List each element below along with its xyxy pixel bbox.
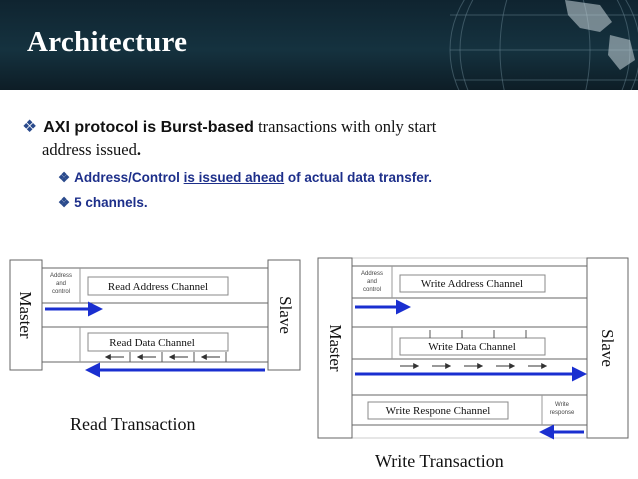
globe-icon (449, 0, 638, 90)
sub-bullet-address-control: ❖Address/Control is issued ahead of actu… (58, 170, 432, 186)
slide-title: Architecture (27, 26, 188, 58)
write-data-channel-box (399, 337, 546, 356)
bullet-main-cont: address issued (42, 140, 137, 159)
master-box (9, 259, 43, 371)
master-label: Master (326, 324, 345, 372)
addr-control-label-1: Address (361, 271, 383, 277)
write-response-channel-box (367, 401, 509, 420)
header-bar: Architecture (0, 0, 638, 90)
slave-box (267, 259, 301, 371)
diamond-bullet-icon: ❖ (58, 195, 71, 210)
master-box (317, 257, 353, 439)
addr-control-label-3: control (52, 289, 70, 295)
read-transaction-diagram: Master Slave Address and control Read Ad… (9, 259, 301, 378)
slave-box (586, 257, 629, 439)
read-data-channel-box (87, 332, 229, 352)
write-address-channel-label: Write Address Channel (421, 278, 523, 290)
read-address-channel-label: Read Address Channel (108, 281, 208, 293)
slave-label: Slave (276, 296, 295, 334)
read-address-channel-box (87, 276, 229, 296)
sub-bullet-underlined: is issued ahead (183, 170, 285, 185)
write-address-channel-box (399, 274, 546, 293)
write-response-label-1: Write (555, 402, 570, 408)
addr-control-label-2: and (367, 279, 377, 285)
bullet-main-rest: transactions with only start (253, 117, 437, 136)
write-response-channel-label: Write Respone Channel (386, 405, 491, 417)
bullet-main-end: . (136, 140, 141, 159)
slave-label: Slave (598, 329, 617, 367)
sub-bullet-text: 5 channels. (74, 195, 148, 210)
addr-control-label-2: and (56, 281, 66, 287)
write-transaction-diagram: Master Slave Address and control Write A… (317, 257, 629, 440)
addr-control-label-1: Address (50, 273, 72, 279)
diamond-bullet-icon: ❖ (22, 117, 38, 136)
sub-bullet-text: of actual data transfer. (284, 170, 432, 185)
write-data-channel-label: Write Data Channel (428, 341, 516, 353)
read-transaction-caption: Read Transaction (70, 414, 196, 434)
addr-control-label-3: control (363, 287, 381, 293)
bullet-main-bold: AXI protocol is Burst-based (43, 119, 254, 136)
write-response-label-2: response (550, 410, 575, 416)
sub-bullet-channels: ❖5 channels. (58, 195, 148, 211)
sub-bullet-text: Address/Control (74, 170, 184, 185)
read-data-channel-label: Read Data Channel (109, 337, 195, 349)
write-transaction-caption: Write Transaction (375, 451, 504, 471)
bullet-main: ❖ AXI protocol is Burst-based transaction… (22, 116, 582, 161)
diamond-bullet-icon: ❖ (58, 170, 71, 185)
master-label: Master (16, 291, 35, 339)
